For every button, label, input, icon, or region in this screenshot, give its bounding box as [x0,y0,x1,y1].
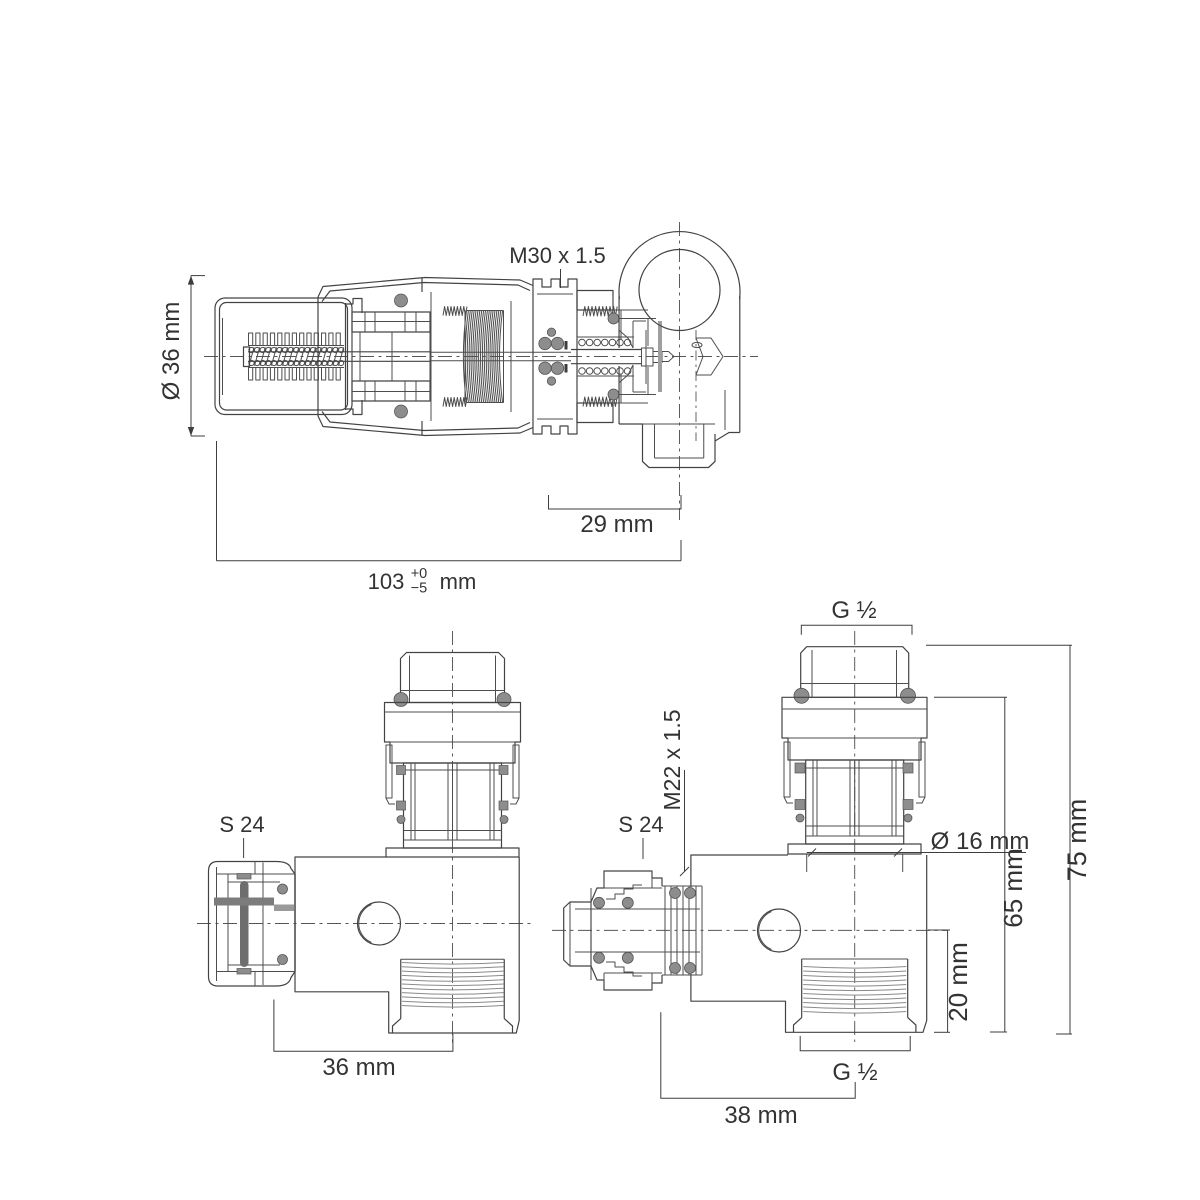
svg-text:mm: mm [440,569,477,594]
svg-text:Ø 16 mm: Ø 16 mm [931,828,1030,855]
svg-text:65 mm: 65 mm [998,848,1028,927]
svg-text:M22 x 1.5: M22 x 1.5 [659,710,685,811]
svg-text:+0: +0 [411,566,428,582]
svg-text:−5: −5 [411,581,428,597]
svg-text:36 mm: 36 mm [322,1054,395,1081]
svg-text:20 mm: 20 mm [943,942,973,1021]
svg-text:G ½: G ½ [831,597,876,624]
svg-text:103: 103 [368,569,405,594]
svg-text:S 24: S 24 [219,812,264,837]
svg-text:29 mm: 29 mm [580,511,653,538]
svg-text:M30 x 1.5: M30 x 1.5 [509,243,606,268]
svg-text:Ø 36 mm: Ø 36 mm [158,302,185,401]
svg-text:38 mm: 38 mm [724,1102,797,1129]
svg-text:S 24: S 24 [618,812,663,837]
svg-text:75 mm: 75 mm [1062,799,1092,882]
svg-text:G ½: G ½ [832,1059,877,1086]
